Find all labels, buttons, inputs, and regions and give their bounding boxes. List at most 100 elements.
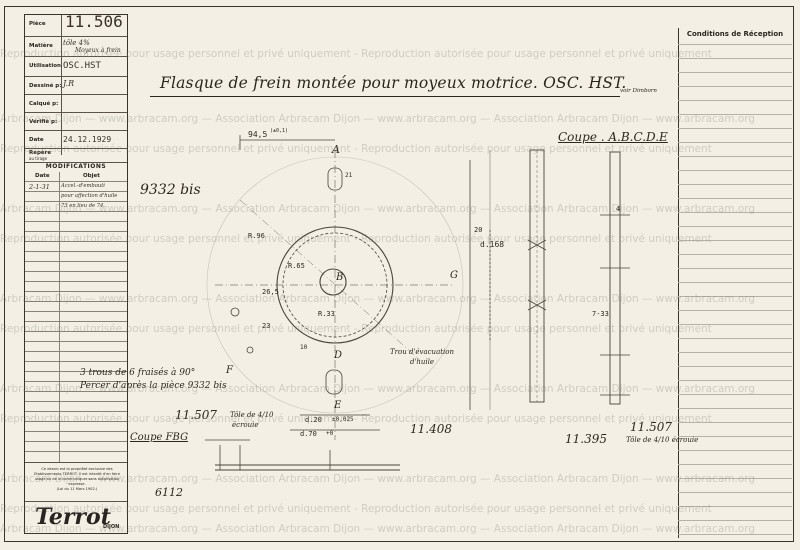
dim-r96: R.96 [248, 232, 265, 240]
mods-line [25, 321, 127, 322]
reception-rule [678, 394, 792, 395]
row-utilisation: Utilisation OSC.HST [25, 57, 127, 77]
reception-rule [678, 338, 792, 339]
watermark-line: Arbracam Dijon — www.arbracam.org — Asso… [0, 383, 756, 395]
label-f: F [226, 365, 233, 376]
drawing-title: Flasque de frein montée pour moyeux motr… [160, 74, 627, 92]
reception-title: Conditions de Réception [686, 30, 784, 38]
mods-line [25, 231, 127, 232]
mods-line [25, 241, 127, 242]
mods-line [25, 181, 127, 182]
reception-rule [678, 212, 792, 213]
mods-line [25, 411, 127, 412]
mods-line [25, 431, 127, 432]
modifications-title: MODIFICATIONS [45, 163, 107, 170]
reception-rule [678, 436, 792, 437]
dim-945-tol: (±0,1) [270, 128, 289, 134]
reception-rule [678, 86, 792, 87]
label-g: G [450, 270, 458, 281]
reception-rule [678, 450, 792, 451]
mods-entry-line2: pour affection d'huile [61, 193, 118, 199]
watermark-line: Arbracam Dijon — www.arbracam.org — Asso… [0, 473, 756, 485]
reception-rule [678, 128, 792, 129]
value-matiere: tôle 4% [63, 39, 90, 47]
reception-rule [678, 324, 792, 325]
reception-column [678, 28, 793, 538]
mods-line [25, 261, 127, 262]
section-hatch [527, 299, 547, 311]
mods-line [25, 361, 127, 362]
dim-21: 21 [345, 172, 353, 179]
reception-rule [678, 226, 792, 227]
ref-tole-left: Tôle de 4/10 [230, 411, 274, 419]
reception-rule [678, 240, 792, 241]
dim-d20-tol: ±0,025 [332, 416, 354, 423]
label-date: Date [29, 137, 44, 143]
mods-line [25, 251, 127, 252]
dim-r33: R.33 [318, 310, 335, 318]
row-calque: Calqué p: [25, 95, 127, 113]
ref-ecrouie-left: écrouie [232, 421, 259, 429]
mods-line [25, 221, 127, 222]
mods-line [25, 462, 127, 463]
label-d: D [334, 350, 343, 361]
reception-rule [678, 100, 792, 101]
label-piece: Pièce [29, 21, 46, 27]
row-date: Date 24.12.1929 [25, 131, 127, 149]
title-block-divider [61, 15, 62, 155]
value-utilisation: OSC.HST [63, 61, 101, 71]
ref-11507-left: 11.507 [175, 408, 217, 422]
dim-r65: R.65 [288, 262, 305, 270]
note-evacuation-2: d'huile [410, 358, 435, 366]
note-trous: 3 trous de 6 fraisés à 90° [80, 368, 196, 378]
label-utilisation: Utilisation [29, 63, 61, 69]
reception-rule [678, 184, 792, 185]
row-verifie: Vérifié p: [25, 113, 127, 131]
mods-line [25, 311, 127, 312]
ref-9332: 9332 bis [140, 182, 201, 198]
dim-d70-tol: +0 [326, 430, 334, 437]
note-evacuation-1: Trou d'évacuation [390, 348, 455, 356]
label-matiere: Matière [29, 43, 53, 49]
watermark-line: Reproduction autorisée pour usage person… [0, 413, 712, 425]
dim-d70: d.70 [300, 430, 317, 438]
section-strip-right [609, 151, 621, 405]
reception-rule [678, 352, 792, 353]
mods-line [25, 371, 127, 372]
note-percer: Percer d'après la pièce 9332 bis [80, 381, 227, 391]
ref-6112: 6112 [155, 486, 183, 499]
ref-11408: 11.408 [410, 422, 452, 436]
reception-rule [678, 408, 792, 409]
reception-rule [678, 58, 792, 59]
note-utilisation: Moyeux à frein [75, 47, 121, 54]
title-block: Pièce 11.506 Matière tôle 4% Moyeux à fr… [24, 12, 128, 534]
row-repere: Repère au tirage [25, 149, 127, 163]
row-piece: Pièce 11.506 [25, 12, 127, 37]
mods-objet-header: Objet [83, 173, 100, 179]
reception-rule [678, 506, 792, 507]
label-repere: Repère [29, 150, 52, 156]
dim-23: 23 [262, 322, 271, 330]
coupe-abcde: Coupe . A.B.C.D.E [558, 130, 668, 144]
value-dessine: J.R [63, 79, 75, 88]
dim-10: 10 [300, 344, 308, 351]
dim-945: 94,5 [248, 130, 268, 139]
terrot-logo: Terrot [35, 504, 111, 530]
mods-line [25, 341, 127, 342]
mods-date-header: Date [35, 173, 50, 179]
title-underline [150, 96, 620, 97]
mods-line [25, 211, 127, 212]
section-hatch [527, 239, 547, 251]
hole-left-2 [246, 346, 254, 354]
mods-line [25, 421, 127, 422]
legal-date: (Loi du 11 Mars 1902.) [56, 487, 98, 491]
label-dessine: Dessiné p: [29, 83, 62, 89]
dim-265: 26,5 [262, 288, 279, 296]
logo-city: DIJON [103, 524, 120, 530]
reception-rule [678, 478, 792, 479]
watermark-line: Arbracam Dijon — www.arbracam.org — Asso… [0, 293, 756, 305]
mods-line [25, 441, 127, 442]
dim-d20: d.20 [305, 416, 322, 424]
hub-circle [319, 268, 347, 296]
mods-line [25, 271, 127, 272]
